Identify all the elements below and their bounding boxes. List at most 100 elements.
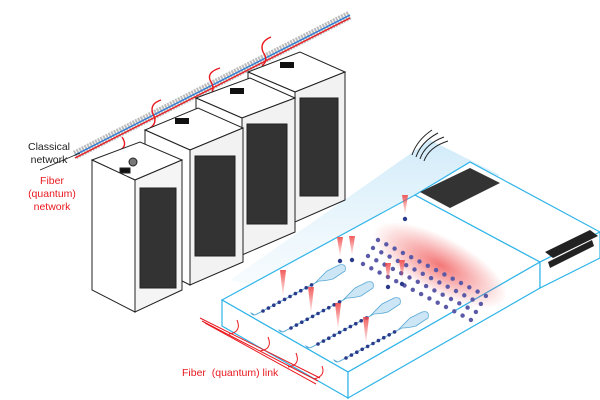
qubit xyxy=(458,280,464,286)
fiber-link-label: Fiber (quantum) link xyxy=(182,367,279,379)
qubit xyxy=(379,250,384,255)
qubit xyxy=(450,276,455,281)
laser-beam-icon xyxy=(308,287,314,314)
qubit xyxy=(384,242,389,247)
trapped-ion xyxy=(300,320,304,325)
laser-beam-icon xyxy=(399,260,405,280)
qubit xyxy=(349,257,355,263)
trapped-ion xyxy=(293,291,298,296)
label-line: Fiber xyxy=(40,175,64,187)
qubit xyxy=(369,266,374,271)
fiber-quantum-links xyxy=(199,317,324,385)
trapped-ion xyxy=(376,338,381,343)
trapped-ion xyxy=(327,305,331,310)
label-line: Classical xyxy=(28,141,71,153)
qubit xyxy=(420,271,425,276)
trapped-ion xyxy=(272,303,276,308)
qubit xyxy=(440,292,445,297)
laser-beams xyxy=(280,195,408,344)
qubit xyxy=(433,267,439,273)
trapped-ion xyxy=(332,333,337,338)
trap-body xyxy=(305,297,401,349)
qubit xyxy=(399,281,405,287)
ion-trap-icon xyxy=(250,264,346,316)
qubit xyxy=(412,267,417,272)
qubit xyxy=(453,288,459,294)
qubit xyxy=(443,304,449,310)
trapped-ion xyxy=(316,311,320,316)
trapped-ion xyxy=(294,323,299,327)
qubit xyxy=(415,279,420,284)
qubit xyxy=(483,293,489,299)
trapped-ion xyxy=(327,336,331,341)
ion-trap-icon xyxy=(333,311,429,363)
trapped-ion xyxy=(304,286,309,290)
trapped-ion xyxy=(337,330,342,335)
trapped-ion xyxy=(310,314,315,319)
trapped-ion xyxy=(321,339,326,343)
qubit xyxy=(395,258,401,264)
laser-beam-icon xyxy=(402,195,408,215)
trapped-ion xyxy=(288,294,292,299)
qubit xyxy=(407,275,412,280)
trapped-ion xyxy=(365,344,370,349)
trapped-ion xyxy=(266,306,271,310)
trapped-ion xyxy=(371,341,375,346)
qubit xyxy=(375,237,381,243)
laser-beam-icon xyxy=(337,237,343,257)
trap-body xyxy=(250,264,346,316)
trapped-ion xyxy=(282,297,287,302)
trapped-ion xyxy=(359,319,364,323)
qubit xyxy=(337,258,343,264)
qubit xyxy=(473,309,479,315)
qubit xyxy=(427,296,432,301)
qubit xyxy=(478,301,484,307)
ion-trap-icon xyxy=(305,297,401,349)
trapped-ion xyxy=(343,327,347,332)
rack-vent xyxy=(280,62,294,68)
trapped-ion xyxy=(299,288,303,293)
qubit xyxy=(445,284,450,289)
qubit-array-glow xyxy=(372,221,508,309)
trapped-ion xyxy=(344,356,348,360)
qubit xyxy=(417,259,422,264)
qubit xyxy=(475,289,480,294)
trapped-ion xyxy=(349,353,354,357)
qubit xyxy=(410,287,415,292)
qubit xyxy=(385,284,391,290)
qubit xyxy=(404,263,409,268)
qubit xyxy=(462,293,467,298)
trapped-ion xyxy=(277,300,282,305)
ion-traps xyxy=(250,264,429,363)
qubit xyxy=(452,309,457,314)
qubit xyxy=(425,263,430,268)
qubit xyxy=(470,297,475,302)
qubit xyxy=(423,283,429,289)
qubit xyxy=(390,266,396,272)
qubit xyxy=(374,258,379,263)
qubit xyxy=(442,272,447,277)
trap-body xyxy=(278,281,374,333)
trapped-ion xyxy=(289,326,293,330)
qubit xyxy=(360,261,366,267)
qubit xyxy=(370,245,376,251)
trapped-ion xyxy=(337,300,342,304)
qubit xyxy=(409,255,414,260)
qubit xyxy=(435,300,440,305)
laser-beam-icon xyxy=(280,270,286,297)
qubit xyxy=(467,285,472,290)
qubit xyxy=(432,288,437,293)
qubit xyxy=(392,246,397,251)
trapped-ion xyxy=(261,309,265,313)
qubit xyxy=(457,301,462,306)
qubit xyxy=(460,313,465,318)
laser-beam-icon xyxy=(363,317,369,344)
trapped-ion xyxy=(316,342,320,346)
trapped-ion xyxy=(321,308,326,313)
classical-network-label: Classical network xyxy=(28,141,70,167)
rack-vent xyxy=(230,88,244,94)
rack-vent xyxy=(175,118,189,124)
ion-trap-icon xyxy=(278,281,374,333)
server-rack-1 xyxy=(90,141,184,313)
